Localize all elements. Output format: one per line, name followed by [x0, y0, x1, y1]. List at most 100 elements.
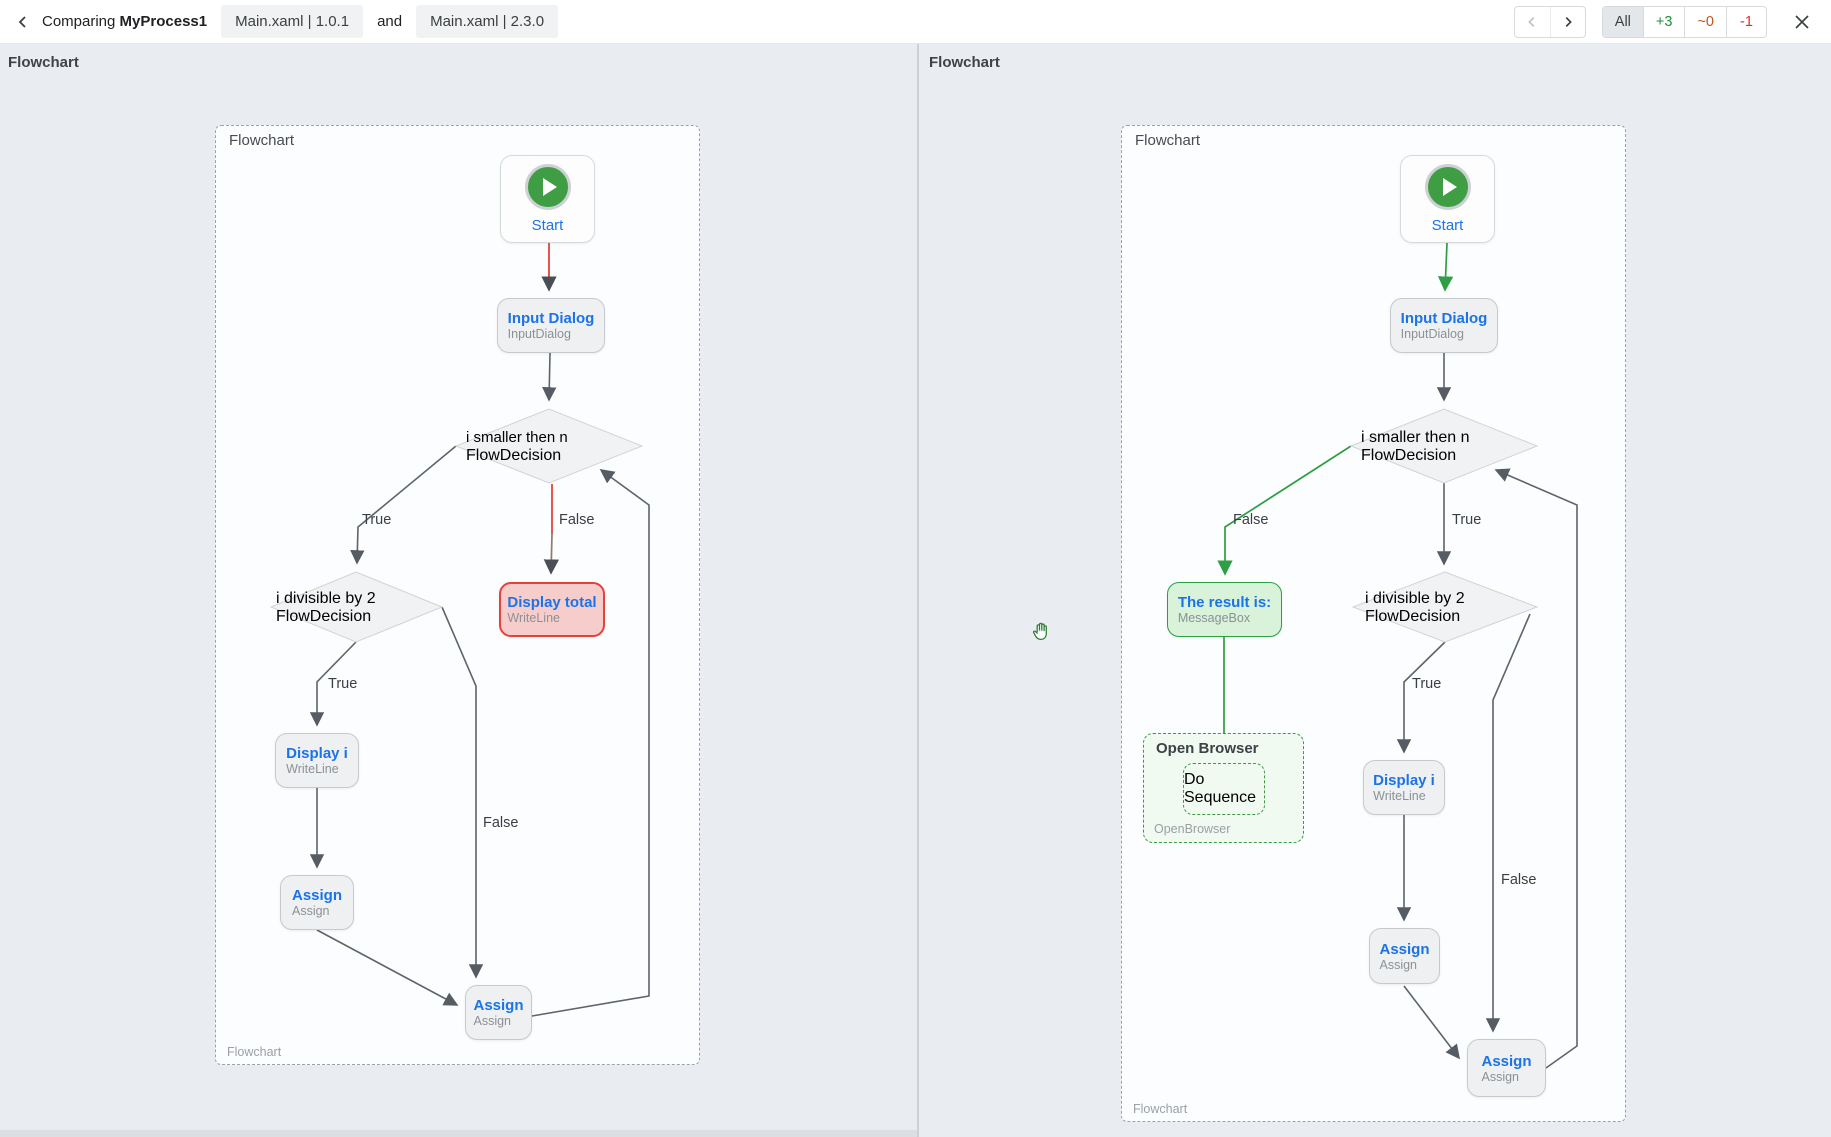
edge-loopback-decision1: [531, 469, 650, 1017]
play-icon: [1424, 164, 1471, 210]
edge-label-false: False: [483, 815, 519, 831]
node-title: i divisible by 2: [276, 590, 376, 607]
message-box-node-added[interactable]: The result is: MessageBox: [1167, 582, 1282, 637]
assign-bottom-node[interactable]: Assign Assign: [465, 985, 532, 1040]
node-subtitle: FlowDecision: [276, 608, 372, 625]
input-dialog-node[interactable]: Input Dialog InputDialog: [497, 298, 605, 353]
open-browser-footer: OpenBrowser: [1154, 822, 1231, 836]
hand-grab-cursor: [1030, 620, 1054, 649]
node-title: Assign: [291, 887, 342, 904]
edge-label-true: True: [362, 512, 392, 528]
flowchart-container-label: Flowchart: [1135, 132, 1201, 149]
node-subtitle: FlowDecision: [1365, 608, 1461, 625]
do-sequence-node[interactable]: Do Sequence: [1183, 763, 1265, 815]
edge-label-true: True: [328, 676, 358, 692]
edge-start-inputdialog-added: [1437, 242, 1454, 292]
assign-node[interactable]: Assign Assign: [1369, 928, 1440, 984]
edge-label-true: True: [1452, 512, 1482, 528]
prev-diff-button[interactable]: [1515, 7, 1550, 37]
node-subtitle: InputDialog: [507, 327, 571, 341]
start-label: Start: [1431, 217, 1464, 234]
compare-title-prefix: Comparing: [42, 13, 116, 30]
node-title: Input Dialog: [507, 310, 595, 327]
node-subtitle: Assign: [1481, 1069, 1520, 1084]
header-controls: All +3 ~0 -1: [1513, 5, 1817, 38]
display-total-node-removed[interactable]: Display total WriteLine: [499, 582, 605, 637]
filter-added[interactable]: +3: [1642, 6, 1685, 37]
node-title: Input Dialog: [1400, 310, 1488, 327]
next-diff-button[interactable]: [1549, 6, 1585, 37]
edge-label-false: False: [1233, 512, 1269, 528]
node-subtitle: InputDialog: [1400, 327, 1464, 341]
back-button[interactable]: [8, 7, 38, 37]
node-subtitle: WriteLine: [507, 611, 560, 625]
edge-label-false: False: [1501, 872, 1537, 888]
chevron-left-icon: [1528, 16, 1535, 27]
node-title: i smaller then n: [1361, 429, 1470, 446]
decision-smaller-text[interactable]: i smaller then n FlowDecision: [466, 424, 632, 470]
edge-inputdialog-decision1: [542, 352, 557, 402]
edge-decision2-true: [1396, 641, 1446, 754]
node-title: i divisible by 2: [1365, 590, 1465, 607]
close-icon: [1795, 14, 1809, 29]
edge-decision1-true: [350, 445, 457, 565]
decision-diamond-divisible[interactable]: [1351, 571, 1539, 643]
open-browser-label: Open Browser: [1156, 740, 1259, 757]
node-subtitle: Assign: [291, 904, 330, 918]
node-title: i smaller then n: [466, 429, 568, 446]
start-node[interactable]: Start: [500, 155, 595, 243]
node-title: Assign: [1481, 1052, 1532, 1070]
flowchart-container-label: Flowchart: [229, 132, 295, 149]
node-title: The result is:: [1177, 594, 1272, 611]
play-icon: [524, 164, 571, 210]
decision-divisible-text[interactable]: i divisible by 2 FlowDecision: [276, 585, 436, 631]
input-dialog-node[interactable]: Input Dialog InputDialog: [1390, 298, 1498, 353]
filter-modified[interactable]: ~0: [1684, 6, 1726, 37]
compare-title: Comparing MyProcess1: [42, 13, 207, 30]
conjunction-label: and: [377, 13, 403, 30]
node-subtitle: WriteLine: [286, 762, 339, 776]
edge-label-false: False: [559, 512, 595, 528]
node-subtitle: Assign: [1379, 957, 1418, 972]
decision-diamond-divisible[interactable]: [269, 571, 444, 643]
edge-label-true: True: [1412, 676, 1442, 692]
flowchart-container-footer: Flowchart: [1133, 1102, 1188, 1116]
node-subtitle: WriteLine: [1373, 789, 1426, 803]
assign-node[interactable]: Assign Assign: [280, 875, 354, 930]
flowchart-container-footer: Flowchart: [227, 1045, 282, 1059]
node-subtitle: FlowDecision: [466, 447, 562, 464]
start-label: Start: [531, 217, 564, 234]
edge-decision2-false: [441, 606, 484, 979]
decision-smaller-text[interactable]: i smaller then n FlowDecision: [1361, 424, 1527, 470]
assign-bottom-node[interactable]: Assign Assign: [1467, 1039, 1546, 1097]
decision-diamond-smaller[interactable]: [454, 408, 644, 484]
file-version-right[interactable]: Main.xaml | 2.3.0: [416, 5, 559, 38]
filter-removed[interactable]: -1: [1726, 6, 1766, 37]
horizontal-scrollbar[interactable]: [0, 1130, 917, 1137]
display-i-node[interactable]: Display i WriteLine: [275, 733, 359, 788]
start-node[interactable]: Start: [1400, 155, 1495, 243]
diff-filter-group: All +3 ~0 -1: [1601, 5, 1767, 38]
node-title: Do: [1184, 771, 1205, 788]
decision-divisible-text[interactable]: i divisible by 2 FlowDecision: [1365, 585, 1525, 631]
decision-diamond-smaller[interactable]: [1349, 408, 1539, 484]
compare-process-name: MyProcess1: [119, 13, 208, 30]
filter-all[interactable]: All: [1602, 6, 1643, 37]
edge-loopback-decision1: [1494, 468, 1578, 1069]
edge-decision1-false-tail: [543, 533, 559, 575]
file-version-left[interactable]: Main.xaml | 1.0.1: [221, 5, 364, 38]
compare-header: Comparing MyProcess1 Main.xaml | 1.0.1 a…: [0, 0, 1831, 44]
chevron-right-icon: [1565, 16, 1572, 27]
node-title: Display total: [507, 594, 597, 611]
close-button[interactable]: [1787, 7, 1817, 37]
display-i-node[interactable]: Display i WriteLine: [1363, 760, 1445, 815]
node-subtitle: Assign: [473, 1014, 512, 1028]
node-subtitle: Sequence: [1184, 789, 1257, 806]
node-title: Display i: [286, 745, 348, 762]
edge-assign-assignbottom: [1403, 985, 1460, 1060]
pane-divider[interactable]: [917, 44, 919, 1137]
edge-decision2-false: [1485, 613, 1531, 1033]
node-title: Display i: [1373, 772, 1435, 789]
node-subtitle: MessageBox: [1177, 611, 1251, 625]
